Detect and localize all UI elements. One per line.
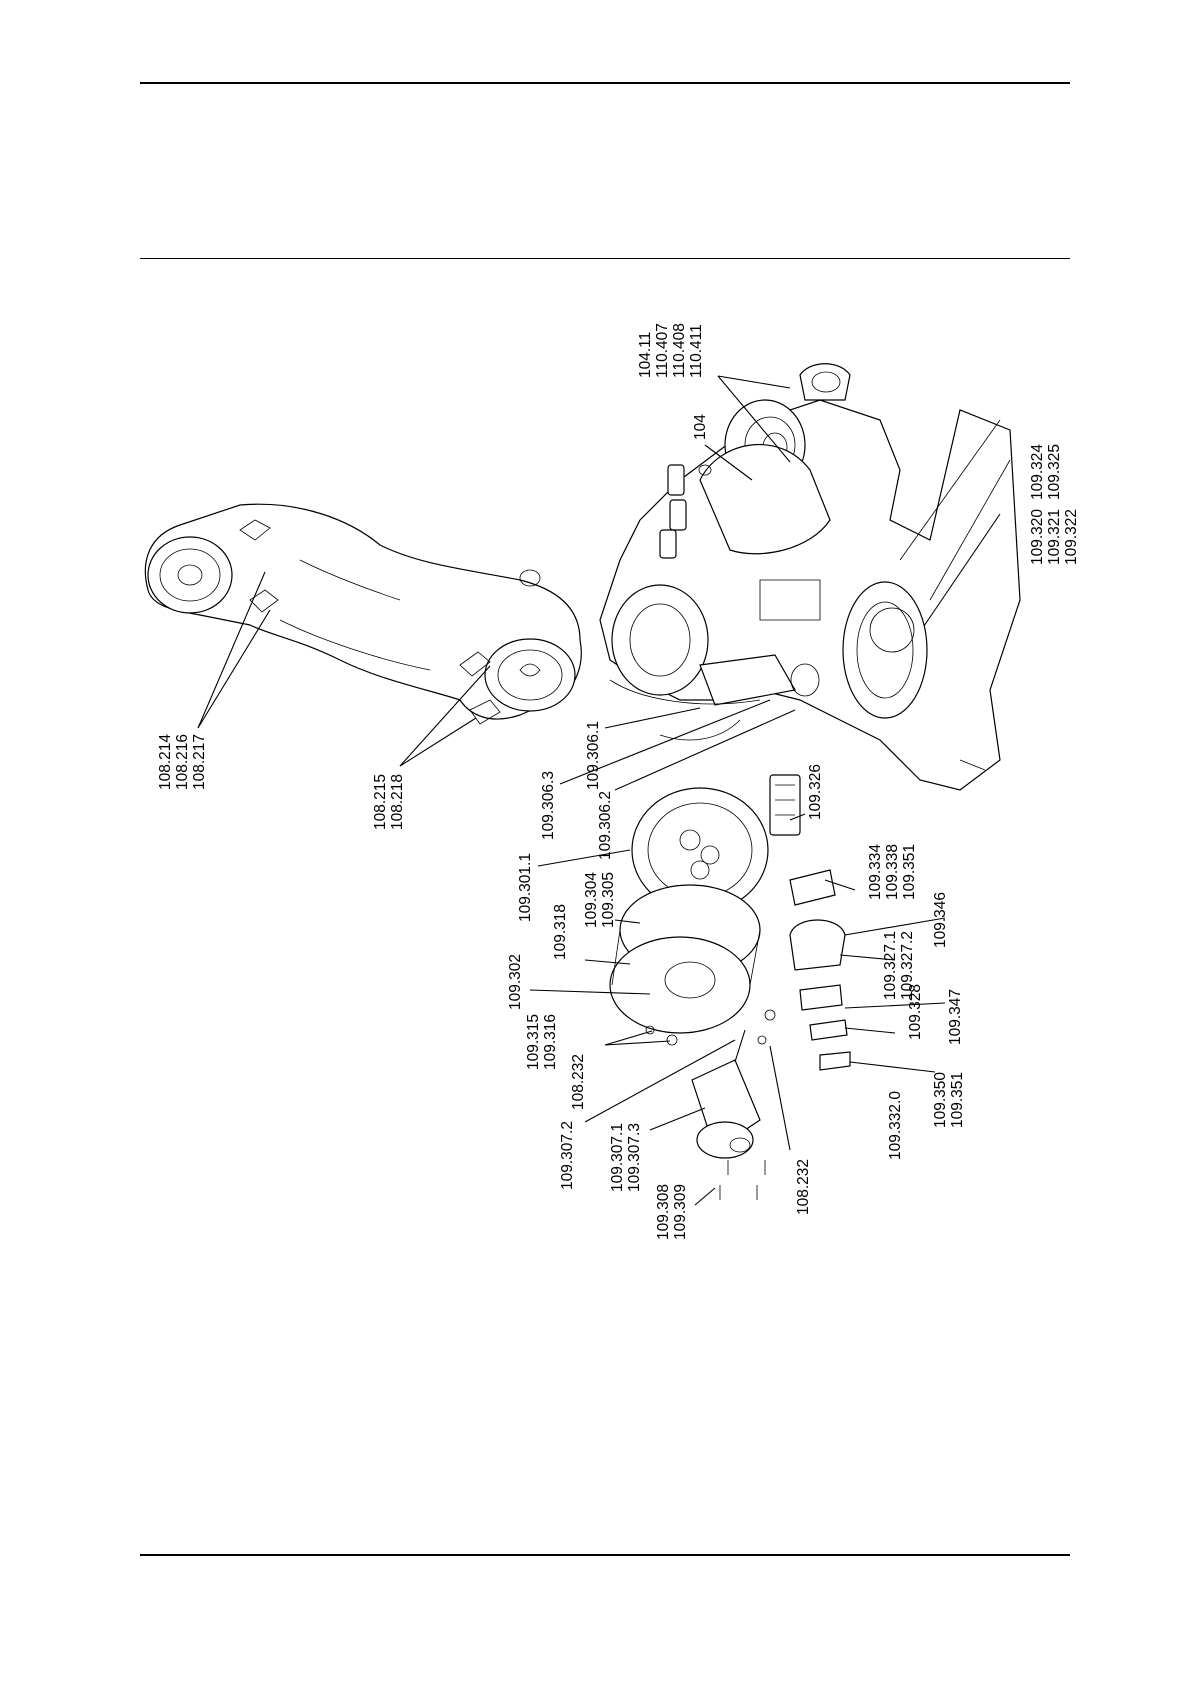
callout-label: 109.334 xyxy=(867,844,884,900)
callout-label: 104.11 xyxy=(637,332,654,378)
callout-label: 110.407 xyxy=(654,323,671,378)
callout-label: 109.351 xyxy=(949,1072,966,1128)
callout-label: 109.350 xyxy=(932,1072,949,1128)
callout-label: 110.411 xyxy=(688,324,705,378)
callout-label: 109.315 xyxy=(525,1014,542,1070)
callout-label: 108.232 xyxy=(795,1159,812,1215)
callout-label: 109.326 xyxy=(807,764,824,820)
callout-label: 108.214 xyxy=(157,734,174,790)
callout-label: 109.347 xyxy=(947,989,964,1045)
callout-label: 109.322 xyxy=(1063,509,1080,565)
callout-label: 109.316 xyxy=(542,1014,559,1070)
callout-label: 104 xyxy=(692,414,709,440)
callout-label: 109.346 xyxy=(932,892,949,948)
callout-label: 108.215 xyxy=(372,774,389,830)
callout-label: 109.306.2 xyxy=(597,791,614,860)
callout-label: 108.217 xyxy=(191,734,208,790)
callout-label: 109.304 xyxy=(583,872,600,928)
callout-label: 110.408 xyxy=(671,323,688,378)
callout-label: 109.328 xyxy=(907,984,924,1040)
callout-label: 109.306.3 xyxy=(540,771,557,840)
callout-label: 108.232 xyxy=(570,1054,587,1110)
callout-label: 109.307.2 xyxy=(559,1121,576,1190)
callout-label: 108.216 xyxy=(174,734,191,790)
header-bottom-rule xyxy=(140,258,1070,259)
callout-label: 109.302 xyxy=(507,954,524,1010)
callout-label: 109.324 xyxy=(1029,444,1046,500)
callout-label: 109.332.0 xyxy=(887,1091,904,1160)
gearbox-drawing xyxy=(609,774,851,1200)
callout-label: 109.318 xyxy=(552,904,569,960)
callout-label: 109.301.1 xyxy=(517,853,534,922)
callout-label: 109.307.1 xyxy=(609,1123,626,1192)
header-top-rule xyxy=(140,82,1070,84)
callout-label: 109.327.1 xyxy=(882,931,899,1000)
base-assembly-drawing xyxy=(599,363,1021,791)
upper-arm-drawing xyxy=(144,503,582,725)
callout-label: 109.325 xyxy=(1046,444,1063,500)
callout-label: 109.321 xyxy=(1046,509,1063,565)
callout-label: 108.218 xyxy=(389,774,406,830)
callout-label: 109.338 xyxy=(884,844,901,900)
callout-label: 109.327.2 xyxy=(899,931,916,1000)
callout-labels: 104.11 110.407 110.408 110.411 104 109.3… xyxy=(157,323,1080,1240)
callout-label: 109.306.1 xyxy=(585,721,602,790)
callout-label: 109.305 xyxy=(600,872,617,928)
callout-label: 109.309 xyxy=(672,1184,689,1240)
callout-label: 109.307.3 xyxy=(626,1123,643,1192)
callout-label: 109.320 xyxy=(1029,509,1046,565)
callout-label: 109.351 xyxy=(901,844,918,900)
footer-rule xyxy=(140,1554,1070,1556)
leader-lines xyxy=(197,375,1001,1206)
callout-label: 109.308 xyxy=(655,1184,672,1240)
